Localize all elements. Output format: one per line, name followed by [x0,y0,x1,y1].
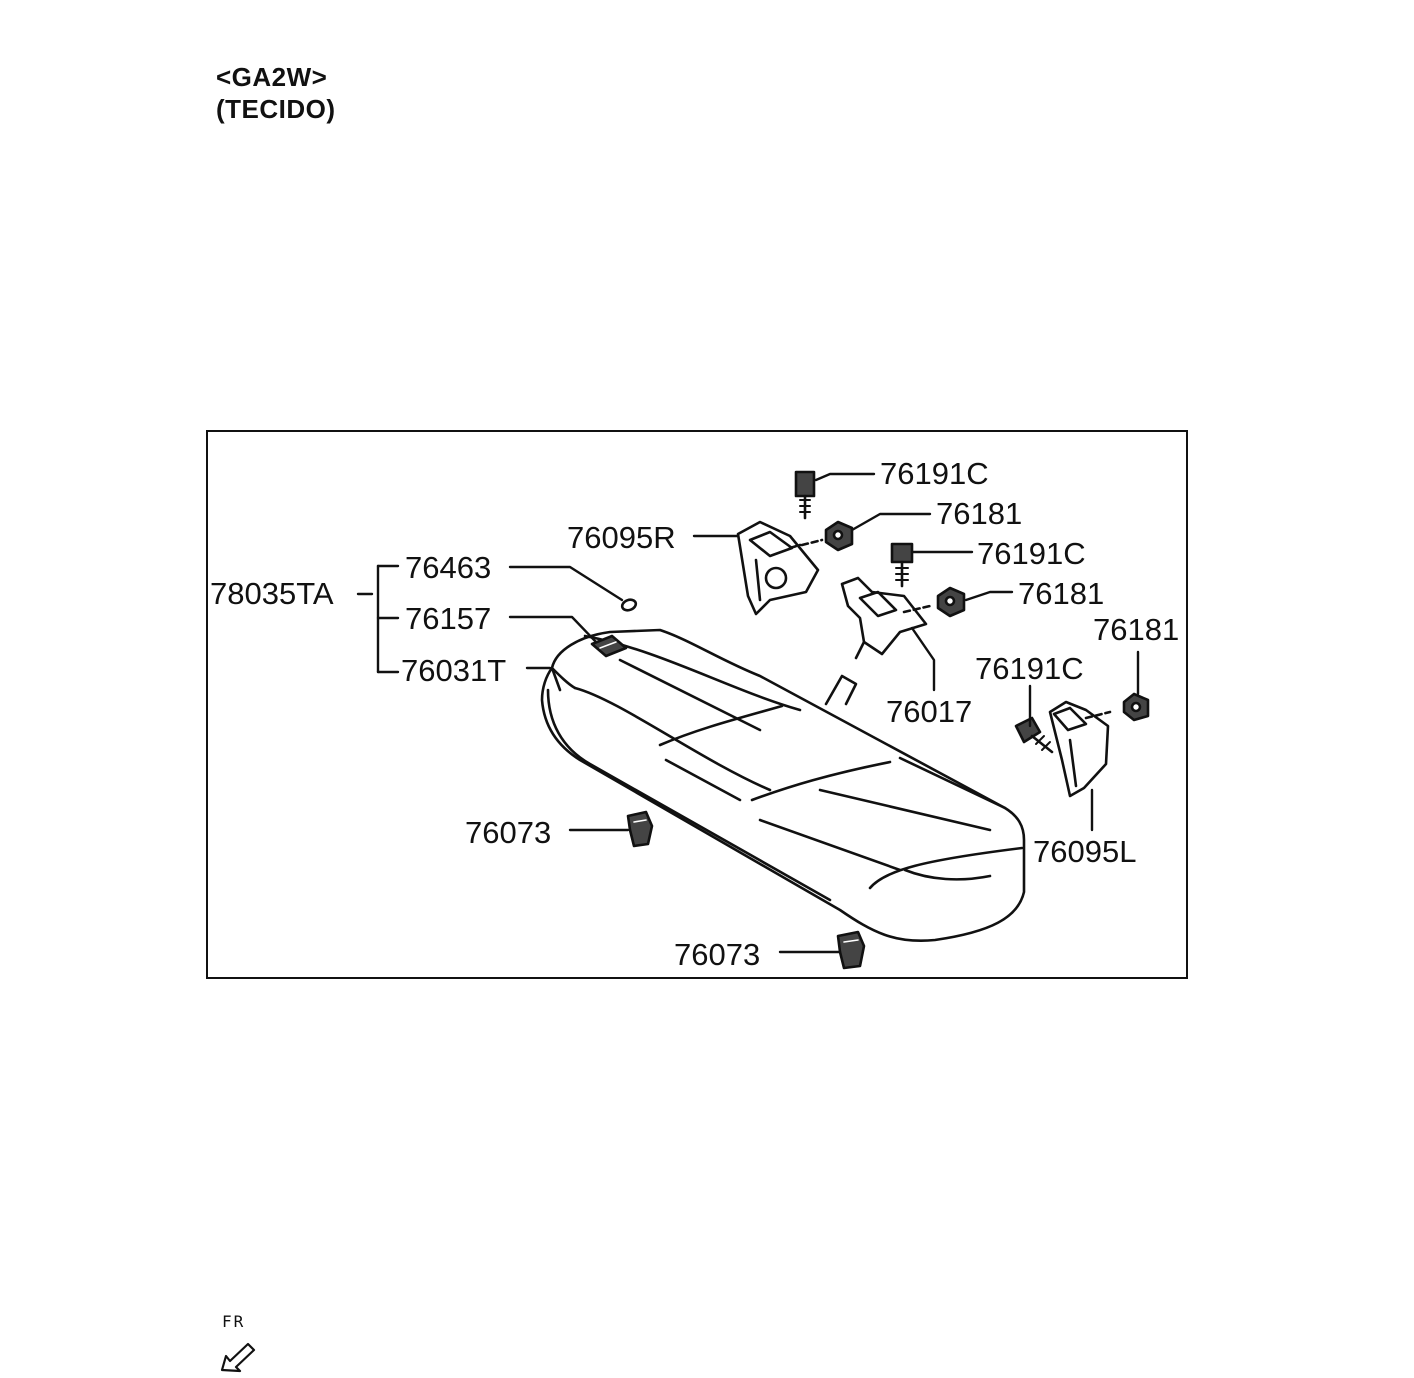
header-material: (TECIDO) [216,94,336,124]
label-76095l: 76095L [1033,834,1137,869]
label-76181-top: 76181 [936,496,1023,531]
hinge-bracket-part [840,576,932,660]
label-76191c-mid: 76191C [977,536,1086,571]
leader-lines [356,472,1140,954]
label-76073-bottom: 76073 [674,937,761,972]
nut-mid-part [936,586,966,618]
label-76073-left: 76073 [465,815,552,850]
label-76463: 76463 [405,550,492,585]
label-76017: 76017 [886,694,973,729]
bolt-mid-part [890,542,914,588]
label-76191c-right: 76191C [975,651,1084,686]
hook-guide-part [590,634,628,658]
clip-bottom-part [836,930,866,970]
label-76191c-top: 76191C [880,456,989,491]
label-76181-mid: 76181 [1018,576,1105,611]
front-arrow-icon [220,1342,256,1373]
clip-left-part [626,810,654,848]
header-model-code: <GA2W> [216,62,328,92]
label-78035ta: 78035TA [210,576,334,611]
front-label: FR [222,1312,246,1331]
label-76031t: 76031T [401,653,507,688]
bracket-right-part [736,520,824,616]
nut-right-part [1122,692,1150,722]
label-76095r: 76095R [567,520,676,555]
bracket-left-part [1048,700,1112,798]
label-76157: 76157 [405,601,492,636]
seat-cushion-body [540,628,1026,942]
nut-top-part [824,520,854,552]
cap-part [620,598,638,612]
diagram-frame [206,430,1188,979]
label-76181-right: 76181 [1093,612,1180,647]
bolt-right-part [1014,716,1054,754]
bolt-top-part [794,470,816,520]
